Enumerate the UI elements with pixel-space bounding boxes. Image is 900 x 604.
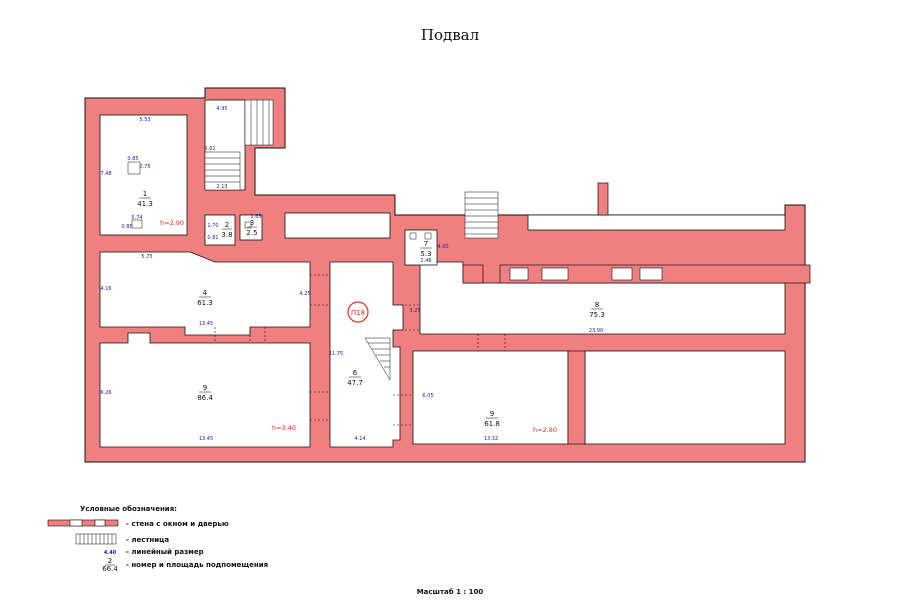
dimension: 0.81: [207, 235, 218, 241]
room-2-area: 3.8: [221, 231, 232, 239]
dimension: 4.14: [354, 436, 365, 442]
room-7-area: 5.3: [420, 250, 431, 258]
dimension: 3.25: [409, 308, 420, 314]
dimension: 4.25: [299, 291, 310, 297]
plan-title: Подвал: [420, 26, 480, 44]
legend-room-sample-area: 66.4: [102, 565, 118, 573]
legend-stairs-sample: [75, 533, 117, 545]
dimension: 6.05: [422, 393, 433, 399]
dimension: 6.26: [100, 390, 111, 396]
corridor-top-right: [527, 214, 786, 231]
legend-heading: Условные обозначения:: [80, 505, 177, 513]
legend-stairs-text: - лестница: [126, 536, 169, 544]
dimension: 13.45: [199, 321, 213, 327]
dimension: 5.73: [141, 254, 152, 260]
legend-room-sample-number: 2: [108, 557, 112, 565]
room-9b-number: 9: [490, 410, 494, 418]
dimension: 7.48: [100, 171, 111, 177]
room-6-number: 6: [353, 369, 358, 377]
room-7-number: 7: [424, 240, 428, 248]
dimension: 4.00: [437, 244, 448, 250]
room-9-left: [99, 332, 311, 448]
room-3-number: 3: [250, 219, 254, 227]
room-8-number: 8: [595, 301, 599, 309]
room-2: [204, 214, 236, 246]
legend-room-text: - номер и площадь подпомещения: [126, 561, 268, 569]
dimension: 23.90: [589, 328, 603, 334]
room-9b-area: 61.8: [484, 420, 500, 428]
stamp-label: П18: [351, 309, 365, 317]
room-1: [99, 114, 188, 236]
room-4-number: 4: [203, 289, 208, 297]
dimension: 13.32: [484, 436, 498, 442]
room-4-area: 61.3: [197, 299, 213, 307]
corridor-upper: [284, 212, 391, 239]
dimension: 5.61: [204, 146, 215, 152]
legend-dimension-sample: 4.40: [104, 550, 117, 556]
dimension: 1.65: [250, 214, 261, 220]
room-1-number: 1: [143, 190, 147, 198]
height-room-9a: h=3.40: [272, 424, 296, 432]
height-room-1: h=2.90: [160, 219, 184, 227]
dimension: 5.53: [139, 117, 150, 123]
stamp-circle: [347, 301, 369, 323]
dimension: 4.16: [100, 286, 111, 292]
dimension: 1.70: [207, 223, 218, 229]
dimension: 0.75: [139, 164, 150, 170]
dimension: 4.95: [216, 106, 227, 112]
height-room-9b: h=2.80: [533, 426, 557, 434]
room-2-number: 2: [225, 221, 229, 229]
dimension: 13.45: [199, 436, 213, 442]
legend-dimension-text: - линейный размер: [126, 548, 204, 556]
dimension: 5.74: [131, 215, 142, 221]
room-6-area: 47.7: [347, 379, 363, 387]
dimension: 0.85: [121, 224, 132, 230]
room-3-area: 2.5: [246, 229, 257, 237]
scale-label: Масштаб 1 : 100: [416, 588, 484, 596]
room-right-end: [584, 350, 786, 445]
room-9a-number: 9: [203, 384, 207, 392]
room-9a-area: 86.4: [197, 394, 213, 402]
room-8-area: 75.3: [589, 311, 605, 319]
dimension: 11.75: [329, 351, 343, 357]
legend-wall-text: - стена с окном и дверью: [126, 520, 229, 528]
legend-wall-sample: [47, 519, 119, 527]
room-1-area: 41.3: [137, 200, 153, 208]
dimension: 2.13: [216, 184, 227, 190]
dimension: 2.46: [420, 258, 431, 264]
dimension: 0.85: [127, 156, 138, 162]
